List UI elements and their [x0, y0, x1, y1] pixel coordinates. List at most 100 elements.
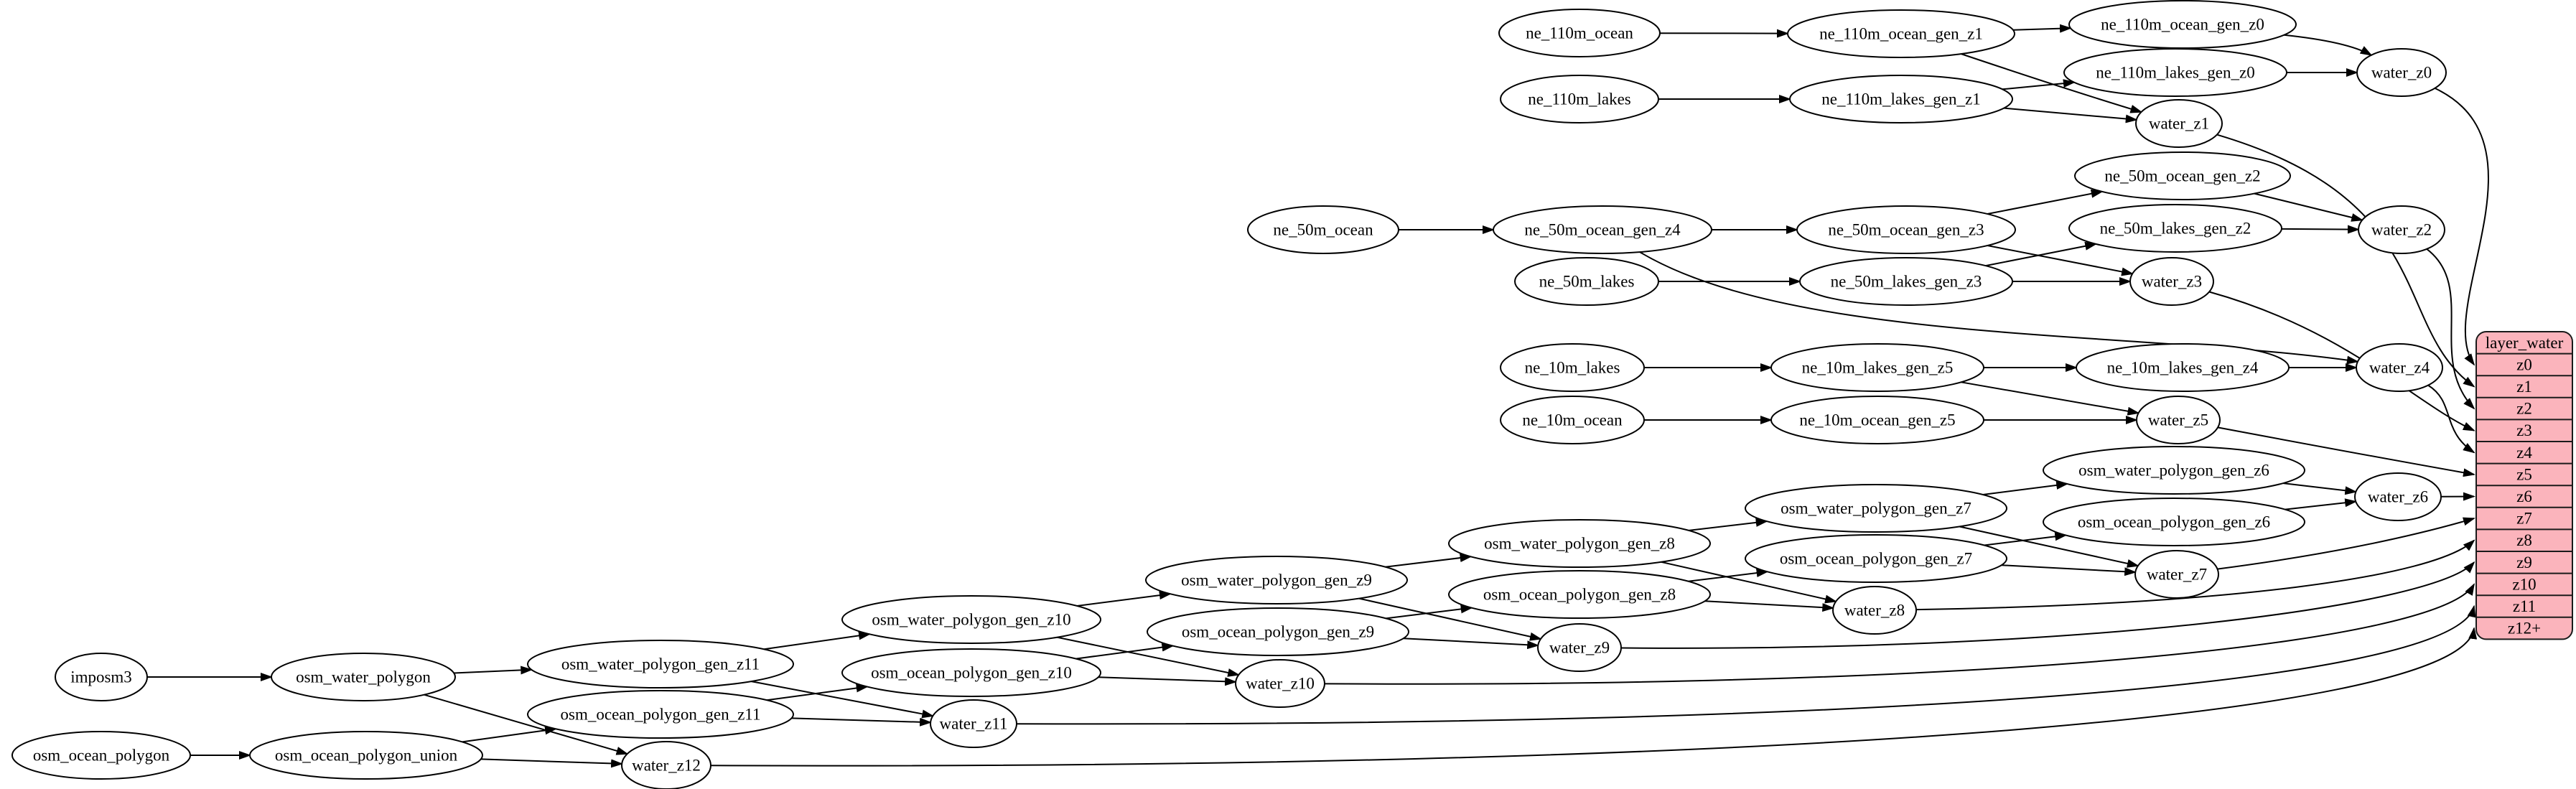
- node-label-ne_110m_lakes_gen_z0: ne_110m_lakes_gen_z0: [2096, 64, 2254, 82]
- node-ellipse-osm_ocean_polygon_gen_z10: [841, 648, 1101, 697]
- node-ellipse-osm_ocean_polygon_gen_z9: [1147, 607, 1409, 656]
- node-ne_50m_ocean_gen_z3: ne_50m_ocean_gen_z3: [1796, 205, 2016, 254]
- edge-osm_water_polygon_gen_z10-to-osm_water_polygon_gen_z9: [1076, 591, 1172, 607]
- node-ellipse-osm_water_polygon_gen_z10: [841, 595, 1101, 644]
- node-ellipse-water_z6: [2354, 472, 2442, 521]
- node-label-water_z9: water_z9: [1549, 639, 1610, 657]
- node-water_z0: water_z0: [2356, 48, 2447, 97]
- node-label-ne_50m_ocean_gen_z2: ne_50m_ocean_gen_z2: [2104, 167, 2260, 185]
- node-ne_110m_lakes: ne_110m_lakes: [1500, 75, 1659, 123]
- layer-water-table-title: layer_water: [2486, 334, 2564, 352]
- node-water_z2: water_z2: [2358, 205, 2445, 254]
- node-ellipse-water_z12: [621, 741, 711, 789]
- table-row-z5: z5: [2516, 465, 2532, 483]
- node-ellipse-ne_110m_lakes: [1500, 75, 1659, 123]
- node-ne_110m_ocean: ne_110m_ocean: [1498, 9, 1661, 57]
- node-label-imposm3: imposm3: [70, 668, 132, 686]
- node-label-ne_10m_lakes_gen_z5: ne_10m_lakes_gen_z5: [1802, 359, 1954, 377]
- node-label-ne_110m_lakes: ne_110m_lakes: [1528, 90, 1631, 108]
- edge-ne_50m_ocean_gen_z3-to-water_z3: [1987, 245, 2134, 276]
- node-label-water_z10: water_z10: [1246, 675, 1315, 693]
- node-label-osm_water_polygon_gen_z10: osm_water_polygon_gen_z10: [872, 611, 1070, 629]
- edge-osm_ocean_polygon_gen_z10-to-water_z10: [1098, 676, 1238, 686]
- edge-osm_ocean_polygon_gen_z8-to-water_z8: [1704, 600, 1835, 612]
- node-ellipse-ne_10m_lakes_gen_z4: [2076, 343, 2290, 392]
- node-ne_50m_ocean: ne_50m_ocean: [1247, 205, 1399, 254]
- node-ellipse-osm_water_polygon_gen_z11: [527, 640, 794, 688]
- node-ellipse-water_z7: [2134, 550, 2219, 599]
- node-ellipse-water_z0: [2356, 48, 2447, 97]
- node-ellipse-water_z5: [2136, 396, 2221, 444]
- node-label-osm_ocean_polygon_union: osm_ocean_polygon_union: [275, 747, 458, 765]
- node-label-ne_50m_lakes_gen_z2: ne_50m_lakes_gen_z2: [2100, 220, 2251, 238]
- node-ellipse-water_z3: [2129, 257, 2214, 306]
- node-ellipse-ne_10m_lakes: [1500, 343, 1645, 392]
- edge-osm_ocean_polygon_gen_z9-to-water_z9: [1403, 638, 1540, 650]
- node-ellipse-osm_water_polygon_gen_z8: [1448, 519, 1711, 568]
- node-label-ne_50m_lakes_gen_z3: ne_50m_lakes_gen_z3: [1831, 273, 1982, 291]
- edge-osm_ocean_polygon_gen_z11-to-water_z11: [791, 717, 933, 727]
- edge-osm_water_polygon_gen_z10-to-water_z10: [1057, 636, 1241, 677]
- node-ellipse-ne_50m_lakes_gen_z2: [2068, 204, 2282, 253]
- node-osm_ocean_polygon_gen_z11: osm_ocean_polygon_gen_z11: [527, 690, 794, 739]
- node-osm_ocean_polygon_gen_z7: osm_ocean_polygon_gen_z7: [1745, 534, 2007, 583]
- node-ellipse-osm_ocean_polygon_gen_z8: [1448, 570, 1711, 619]
- edge-water_z8-to-layer_water-z8: [1915, 539, 2475, 611]
- node-ne_110m_ocean_gen_z0: ne_110m_ocean_gen_z0: [2068, 0, 2297, 49]
- node-ellipse-osm_water_polygon_gen_z9: [1145, 556, 1408, 604]
- edge-osm_ocean_polygon_gen_z10-to-osm_ocean_polygon_gen_z9: [1075, 643, 1175, 660]
- node-ellipse-water_z8: [1832, 586, 1917, 635]
- edge-water_z7-to-layer_water-z7: [2217, 517, 2475, 570]
- edge-water_z9-to-layer_water-z9: [1620, 561, 2475, 649]
- node-ellipse-imposm3: [55, 653, 148, 701]
- node-ne_50m_lakes: ne_50m_lakes: [1514, 257, 1659, 306]
- edge-osm_ocean_polygon_gen_z9-to-osm_ocean_polygon_gen_z8: [1386, 604, 1473, 620]
- node-water_z5: water_z5: [2136, 396, 2221, 444]
- edge-osm_water_polygon-to-osm_water_polygon_gen_z11: [454, 666, 533, 675]
- edge-osm_water_polygon_gen_z11-to-osm_water_polygon_gen_z10: [764, 631, 872, 650]
- node-osm_ocean_polygon_gen_z6: osm_ocean_polygon_gen_z6: [2043, 498, 2305, 546]
- node-label-osm_ocean_polygon_gen_z10: osm_ocean_polygon_gen_z10: [871, 664, 1072, 682]
- node-ellipse-water_z2: [2358, 205, 2445, 254]
- edge-ne_50m_ocean_gen_z2-to-water_z2: [2254, 192, 2364, 222]
- node-label-ne_10m_lakes_gen_z4: ne_10m_lakes_gen_z4: [2107, 359, 2259, 377]
- node-ellipse-ne_110m_ocean_gen_z1: [1787, 9, 2015, 58]
- node-label-water_z4: water_z4: [2369, 359, 2430, 377]
- edge-water_z2-to-layer_water-z2: [2426, 248, 2475, 410]
- node-osm_ocean_polygon_gen_z9: osm_ocean_polygon_gen_z9: [1147, 607, 1409, 656]
- edge-ne_10m_lakes_gen_z5-to-water_z5: [1961, 381, 2140, 416]
- edge-osm_water_polygon_gen_z7-to-water_z7: [1959, 526, 2139, 568]
- node-label-water_z3: water_z3: [2142, 273, 2202, 291]
- node-osm_ocean_polygon_union: osm_ocean_polygon_union: [249, 731, 483, 780]
- node-ne_50m_ocean_gen_z2: ne_50m_ocean_gen_z2: [2074, 151, 2291, 200]
- edge-osm_ocean_polygon_gen_z7-to-osm_ocean_polygon_gen_z6: [1984, 532, 2068, 546]
- node-ellipse-water_z1: [2135, 99, 2223, 148]
- node-ellipse-ne_50m_ocean_gen_z3: [1796, 205, 2016, 254]
- node-ellipse-water_z11: [930, 699, 1017, 748]
- node-ne_110m_lakes_gen_z0: ne_110m_lakes_gen_z0: [2063, 48, 2287, 97]
- node-osm_water_polygon_gen_z11: osm_water_polygon_gen_z11: [527, 640, 794, 688]
- node-water_z4: water_z4: [2356, 343, 2443, 392]
- node-ne_10m_ocean_gen_z5: ne_10m_ocean_gen_z5: [1770, 396, 1984, 444]
- table-row-z2: z2: [2516, 400, 2532, 418]
- node-ellipse-ne_10m_ocean_gen_z5: [1770, 396, 1984, 444]
- edge-water_z0-to-layer_water-z0: [2434, 87, 2489, 366]
- edge-osm_ocean_polygon_union-to-water_z12: [480, 758, 624, 768]
- edge-water_z12-to-layer_water-z12+: [710, 627, 2478, 767]
- table-row-z0: z0: [2516, 355, 2532, 373]
- node-ellipse-ne_110m_lakes_gen_z0: [2063, 48, 2287, 97]
- edge-ne_110m_ocean_gen_z1-to-ne_110m_ocean_gen_z0: [2012, 24, 2072, 33]
- node-water_z1: water_z1: [2135, 99, 2223, 148]
- node-label-osm_water_polygon_gen_z8: osm_water_polygon_gen_z8: [1484, 535, 1675, 553]
- node-label-osm_ocean_polygon: osm_ocean_polygon: [33, 747, 170, 765]
- table-row-z7: z7: [2516, 510, 2532, 528]
- edge-ne_50m_ocean_gen_z4-to-water_z4: [1639, 251, 2359, 365]
- node-label-ne_10m_lakes: ne_10m_lakes: [1525, 359, 1620, 377]
- node-label-ne_110m_ocean_gen_z1: ne_110m_ocean_gen_z1: [1819, 25, 1983, 43]
- node-ne_10m_lakes_gen_z4: ne_10m_lakes_gen_z4: [2076, 343, 2290, 392]
- node-label-water_z1: water_z1: [2149, 115, 2209, 133]
- table-row-z1: z1: [2516, 378, 2532, 396]
- node-ellipse-osm_water_polygon_gen_z6: [2043, 446, 2305, 495]
- node-water_z10: water_z10: [1235, 659, 1325, 708]
- node-ellipse-ne_110m_lakes_gen_z1: [1789, 75, 2013, 123]
